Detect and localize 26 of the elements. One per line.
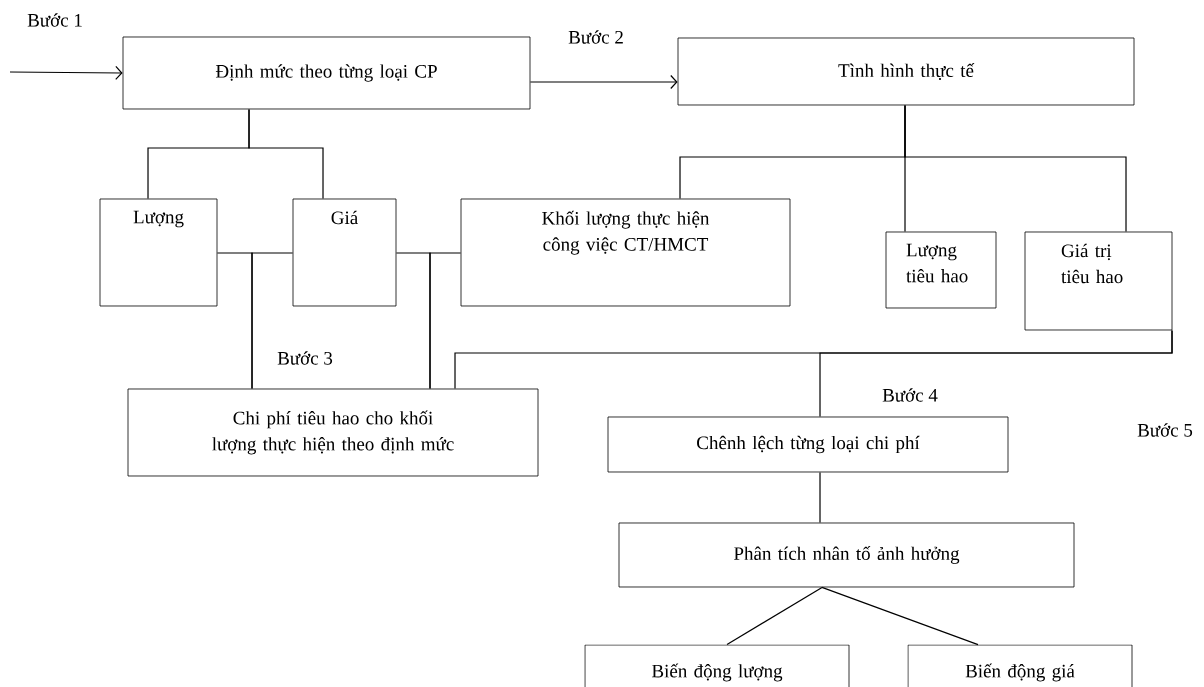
connector <box>429 252 462 390</box>
connector <box>9 65 123 81</box>
process-box: Khối lượng thực hiện công việc CT/HMCT <box>460 198 791 307</box>
process-box: Chênh lệch từng loại chi phí <box>607 416 1009 473</box>
connector <box>251 252 294 390</box>
connector <box>819 471 821 524</box>
process-box: Giá <box>292 198 397 307</box>
process-box: Chi phí tiêu hao cho khối lượng thực hiện theo định mức <box>127 388 539 477</box>
connector <box>529 74 678 90</box>
connector <box>248 108 324 200</box>
process-box: Tình hình thực tế <box>677 37 1135 106</box>
process-box: Lượng <box>99 198 218 307</box>
connector <box>904 104 1127 233</box>
step-label: Bước 5 <box>1137 423 1193 437</box>
connector <box>821 586 979 646</box>
process-box: Lượng tiêu hao <box>885 231 997 309</box>
process-box: Biến động giá <box>907 644 1133 687</box>
process-box: Phân tích nhân tố ảnh hưởng <box>618 522 1075 588</box>
edge-label: Bước 1 <box>26 12 84 28</box>
edge-label: Bước 2 <box>567 29 625 45</box>
process-box: Biến động lượng <box>584 644 850 687</box>
process-box: Giá trị tiêu hao <box>1024 231 1173 331</box>
step-label: Bước 3 <box>277 351 333 365</box>
connector <box>726 586 823 646</box>
process-box: Định mức theo từng loại CP <box>122 36 531 110</box>
connector <box>819 329 1173 418</box>
